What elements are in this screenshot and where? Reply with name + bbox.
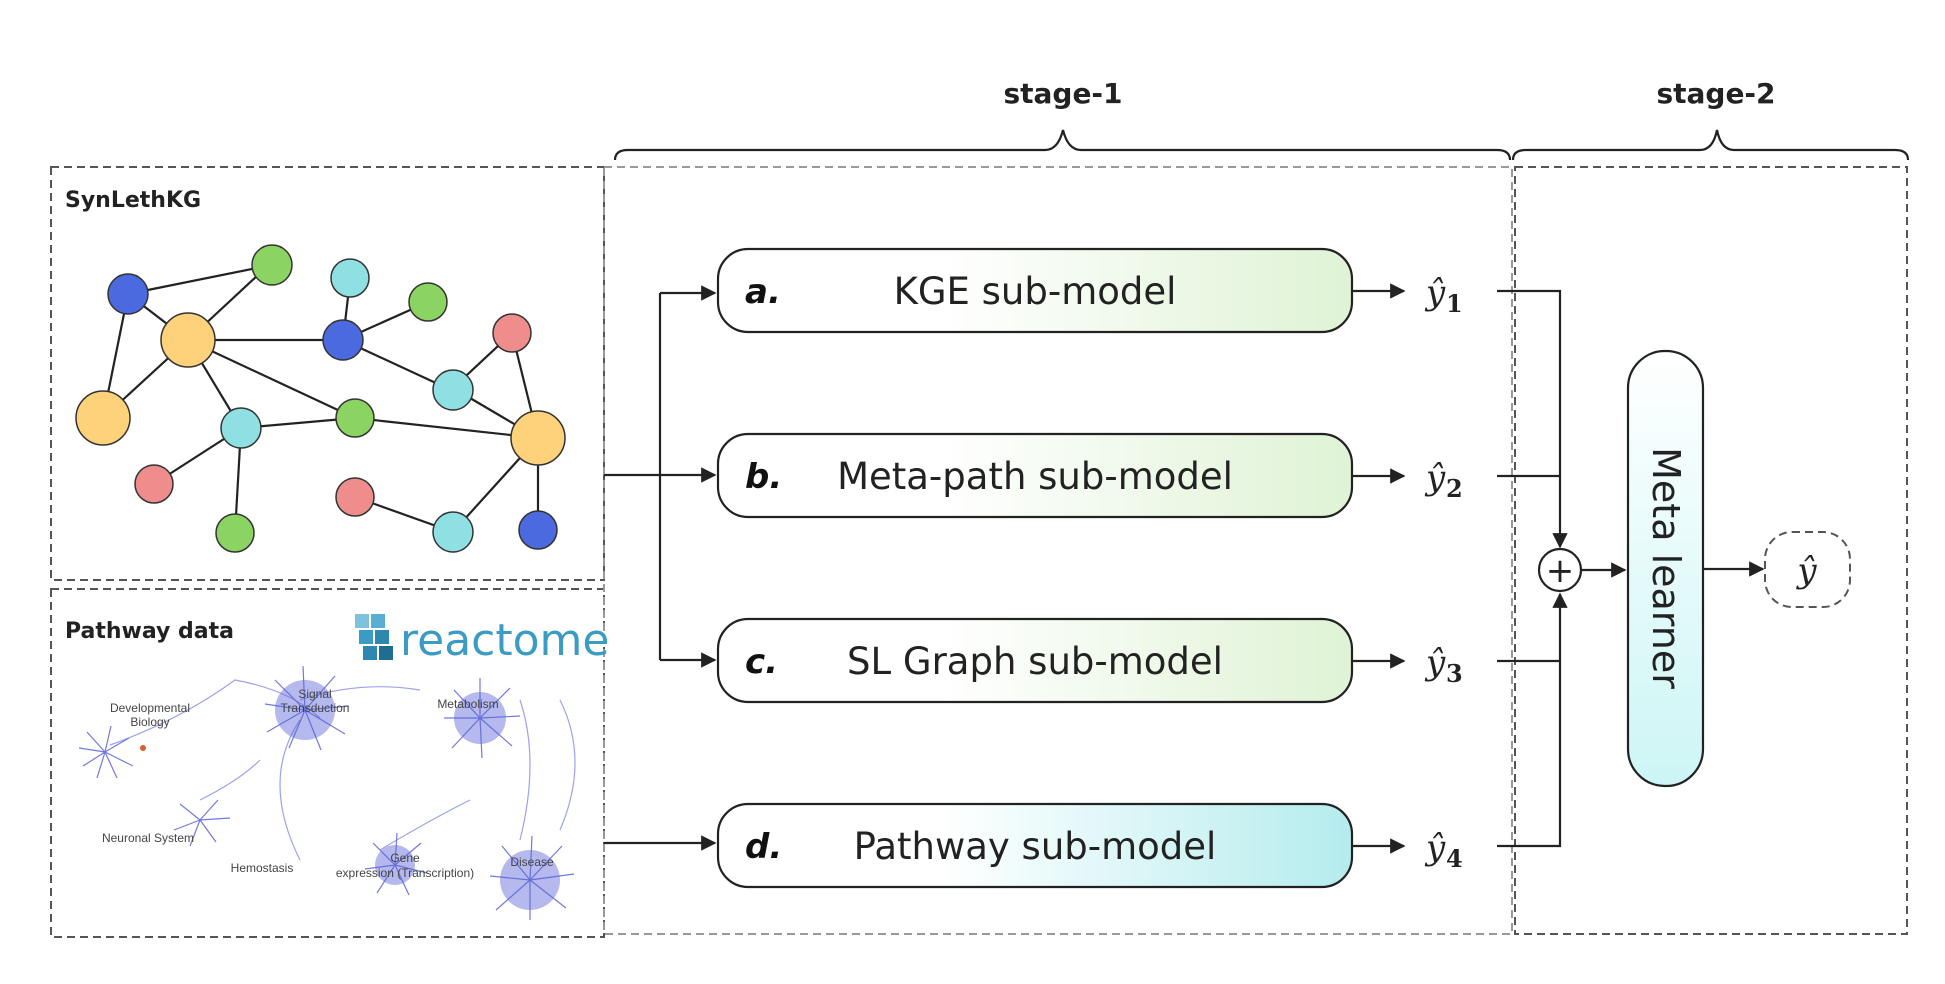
- final-prediction-label: ŷ: [1795, 551, 1817, 591]
- svg-text:ŷ: ŷ: [1424, 273, 1446, 313]
- reactome-wordmark: reactome: [400, 615, 609, 666]
- submodel-kge-letter: a.: [745, 272, 781, 312]
- pathway-label-developmental: Developmental: [110, 701, 190, 715]
- synlethkg-title: SynLethKG: [65, 188, 201, 213]
- pathway-label-hemostasis: Hemostasis: [231, 861, 294, 875]
- pathway-label-gene: Gene: [390, 851, 420, 865]
- plus-icon: +: [1546, 551, 1575, 591]
- submodel-output-arrows: [1352, 283, 1406, 854]
- svg-text:ŷ: ŷ: [1424, 458, 1446, 498]
- pathway-label-transduction: Transduction: [281, 701, 350, 715]
- submodel-pathway-label: Pathway sub-model: [854, 825, 1217, 868]
- svg-text:3: 3: [1446, 659, 1463, 688]
- meta-learner-label: Meta learner: [1644, 447, 1688, 689]
- submodel-meta-path-letter: b.: [745, 457, 782, 497]
- yhat-output-3: ŷ 3: [1424, 643, 1463, 688]
- yhat-output-1: ŷ 1: [1424, 273, 1463, 318]
- svg-text:2: 2: [1446, 474, 1463, 503]
- yhat-output-2: ŷ 2: [1424, 458, 1463, 503]
- sum-node: +: [1537, 547, 1583, 593]
- yhat-output-4: ŷ 4: [1424, 828, 1463, 873]
- pathway-label-signal: Signal: [298, 687, 331, 701]
- pathway-label-neuronal-system: Neuronal System: [102, 831, 194, 845]
- pathway-label-disease: Disease: [510, 855, 554, 869]
- meta-learner: Meta learner: [1626, 349, 1705, 788]
- stage-1-region: [603, 166, 1513, 935]
- pathway-label-gene-expression: expression (Transcription): [336, 866, 474, 880]
- submodel-pathway-letter: d.: [745, 827, 782, 867]
- pathway-panel: [50, 588, 605, 938]
- submodel-sl-graph-letter: c.: [745, 642, 778, 682]
- stage-2-label: stage-2: [1656, 77, 1775, 110]
- stage-1-label: stage-1: [1003, 77, 1122, 110]
- svg-text:4: 4: [1446, 844, 1463, 873]
- stage-2-region: [1514, 166, 1908, 935]
- stage-1-brace: [613, 129, 1512, 161]
- aggregation-lines: [1497, 289, 1627, 848]
- final-prediction: ŷ: [1764, 531, 1851, 608]
- svg-text:ŷ: ŷ: [1424, 643, 1446, 683]
- submodel-sl-graph-label: SL Graph sub-model: [847, 640, 1223, 683]
- submodel-kge-label: KGE sub-model: [894, 270, 1177, 313]
- svg-text:ŷ: ŷ: [1424, 828, 1446, 868]
- pathway-label-metabolism: Metabolism: [437, 697, 498, 711]
- pathway-data-title: Pathway data: [65, 619, 234, 644]
- submodel-kge: a. KGE sub-model: [716, 247, 1354, 334]
- kg-input-arrows: [604, 285, 717, 851]
- synlethkg-panel: [50, 166, 605, 581]
- pathway-map-image: Developmental Biology Signal Transductio…: [78, 665, 576, 920]
- pathway-label-biology: Biology: [130, 715, 169, 729]
- submodel-meta-path-label: Meta-path sub-model: [837, 455, 1233, 498]
- submodel-meta-path: b. Meta-path sub-model: [716, 432, 1354, 519]
- knowledge-graph-nodes: [75, 244, 566, 553]
- submodel-sl-graph: c. SL Graph sub-model: [716, 617, 1354, 704]
- stage-2-brace: [1511, 129, 1910, 161]
- svg-text:1: 1: [1446, 289, 1463, 318]
- reactome-logo: reactome: [355, 614, 609, 666]
- submodel-pathway: d. Pathway sub-model: [716, 802, 1354, 889]
